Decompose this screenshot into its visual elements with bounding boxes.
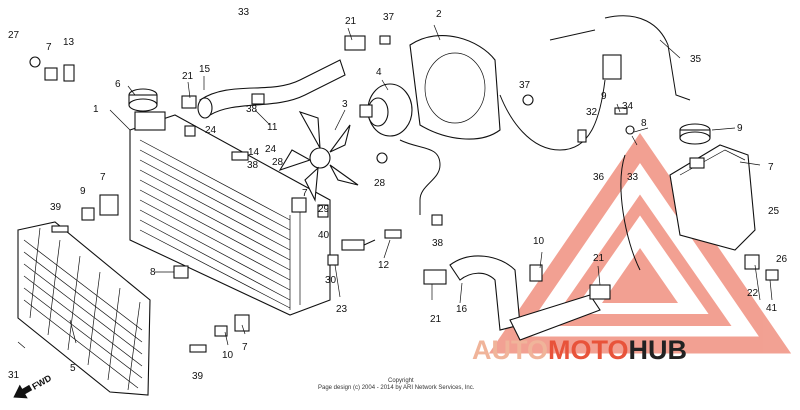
callout-10[interactable]: 7 <box>768 162 774 173</box>
copyright-footer: Copyright Page design (c) 2004 - 2014 by… <box>318 378 475 391</box>
leader-lines <box>17 24 773 349</box>
callout-26[interactable]: 26 <box>776 254 788 265</box>
callout-9[interactable]: 10 <box>222 350 234 361</box>
callout-19[interactable]: 15 <box>199 64 211 75</box>
callout-5[interactable]: 5 <box>70 363 76 374</box>
callout-20[interactable]: 16 <box>456 304 468 315</box>
callout-30[interactable]: 30 <box>325 275 337 286</box>
radiator-grille[interactable] <box>17 221 151 396</box>
callout-36[interactable]: 36 <box>593 172 605 183</box>
callout-37[interactable]: 37 <box>519 80 531 91</box>
callout-4[interactable]: 4 <box>376 67 382 78</box>
callout-21[interactable]: 21 <box>593 253 605 264</box>
lower-hose[interactable] <box>449 255 521 331</box>
callout-7[interactable]: 7 <box>302 188 308 199</box>
callout-34[interactable]: 34 <box>622 101 634 112</box>
copyright-line1: Copyright <box>388 378 414 384</box>
callout-32[interactable]: 33 <box>238 7 250 18</box>
upper-hose[interactable] <box>197 59 346 119</box>
fan-shroud[interactable] <box>409 35 501 140</box>
callout-33[interactable]: 33 <box>627 172 639 183</box>
callout-25[interactable]: 25 <box>768 206 780 217</box>
radiator-core[interactable] <box>129 111 331 316</box>
callout-8[interactable]: 8 <box>150 267 156 278</box>
callout-17[interactable]: 13 <box>63 37 75 48</box>
cooling-fan[interactable] <box>278 111 359 202</box>
fan-motor[interactable] <box>359 83 413 137</box>
callout-23[interactable]: 23 <box>336 304 348 315</box>
callout-27[interactable]: 27 <box>8 30 20 41</box>
callout-14[interactable]: 10 <box>533 236 545 247</box>
callout-29[interactable]: 29 <box>318 204 330 215</box>
callout-15[interactable]: 11 <box>267 122 278 133</box>
fasteners <box>29 35 779 353</box>
callout-21[interactable]: 21 <box>345 16 357 27</box>
watermark-logo <box>488 132 792 354</box>
callout-28[interactable]: 28 <box>272 157 284 168</box>
callout-24[interactable]: 24 <box>265 144 277 155</box>
reserve-tank[interactable] <box>669 144 756 251</box>
water-hose[interactable] <box>509 294 601 341</box>
callout-39[interactable]: 39 <box>50 202 62 213</box>
siphon-tube[interactable] <box>620 154 641 271</box>
callout-3[interactable]: 3 <box>342 99 348 110</box>
brand-moto: MOTO <box>548 335 629 365</box>
callout-7[interactable]: 7 <box>46 42 52 53</box>
callouts: 33 21 37 2 27 7 13 6 1 21 15 4 38 11 24 … <box>8 7 788 382</box>
copyright-line2: Page design (c) 2004 - 2014 by ARI Netwo… <box>318 385 475 391</box>
callout-7[interactable]: 7 <box>242 342 248 353</box>
callout-38[interactable]: 38 <box>432 238 444 249</box>
fwd-label: FWD <box>30 373 53 392</box>
watermark-wordmark: AUTOMOTOHUB <box>472 335 687 365</box>
callout-1[interactable]: 1 <box>93 104 99 115</box>
callout-38[interactable]: 38 <box>247 160 259 171</box>
callout-31[interactable]: 31 <box>8 370 20 381</box>
callout-7[interactable]: 7 <box>100 172 106 183</box>
callout-13[interactable]: 9 <box>737 123 743 134</box>
brand-hub: HUB <box>629 335 688 365</box>
callout-37[interactable]: 37 <box>383 12 395 23</box>
callout-2[interactable]: 2 <box>436 9 442 20</box>
radiator-cap[interactable] <box>128 88 158 112</box>
callout-16[interactable]: 12 <box>378 260 390 271</box>
thermo-switch[interactable] <box>341 239 376 251</box>
callout-40[interactable]: 40 <box>318 230 330 241</box>
brand-auto: AUTO <box>472 335 548 365</box>
fan-harness[interactable] <box>399 54 622 215</box>
callout-38[interactable]: 38 <box>246 104 258 115</box>
callout-9[interactable]: 9 <box>80 186 86 197</box>
callout-24[interactable]: 24 <box>205 125 217 136</box>
svg-text:AUTOMOTOHUB: AUTOMOTOHUB <box>472 335 687 365</box>
reserve-tank-cap[interactable] <box>679 123 711 145</box>
callout-28[interactable]: 28 <box>374 178 386 189</box>
callout-18[interactable]: 14 <box>248 147 260 158</box>
overflow-tube[interactable] <box>549 15 691 101</box>
callout-41[interactable]: 41 <box>766 303 778 314</box>
callout-6[interactable]: 6 <box>115 79 121 90</box>
callout-39[interactable]: 39 <box>192 371 204 382</box>
callout-12[interactable]: 9 <box>601 91 607 102</box>
callout-22[interactable]: 22 <box>747 288 759 299</box>
callout-35[interactable]: 35 <box>690 54 702 65</box>
callout-21[interactable]: 21 <box>430 314 442 325</box>
callout-32[interactable]: 32 <box>586 107 598 118</box>
callout-11[interactable]: 8 <box>641 118 647 129</box>
callout-21[interactable]: 21 <box>182 71 194 82</box>
